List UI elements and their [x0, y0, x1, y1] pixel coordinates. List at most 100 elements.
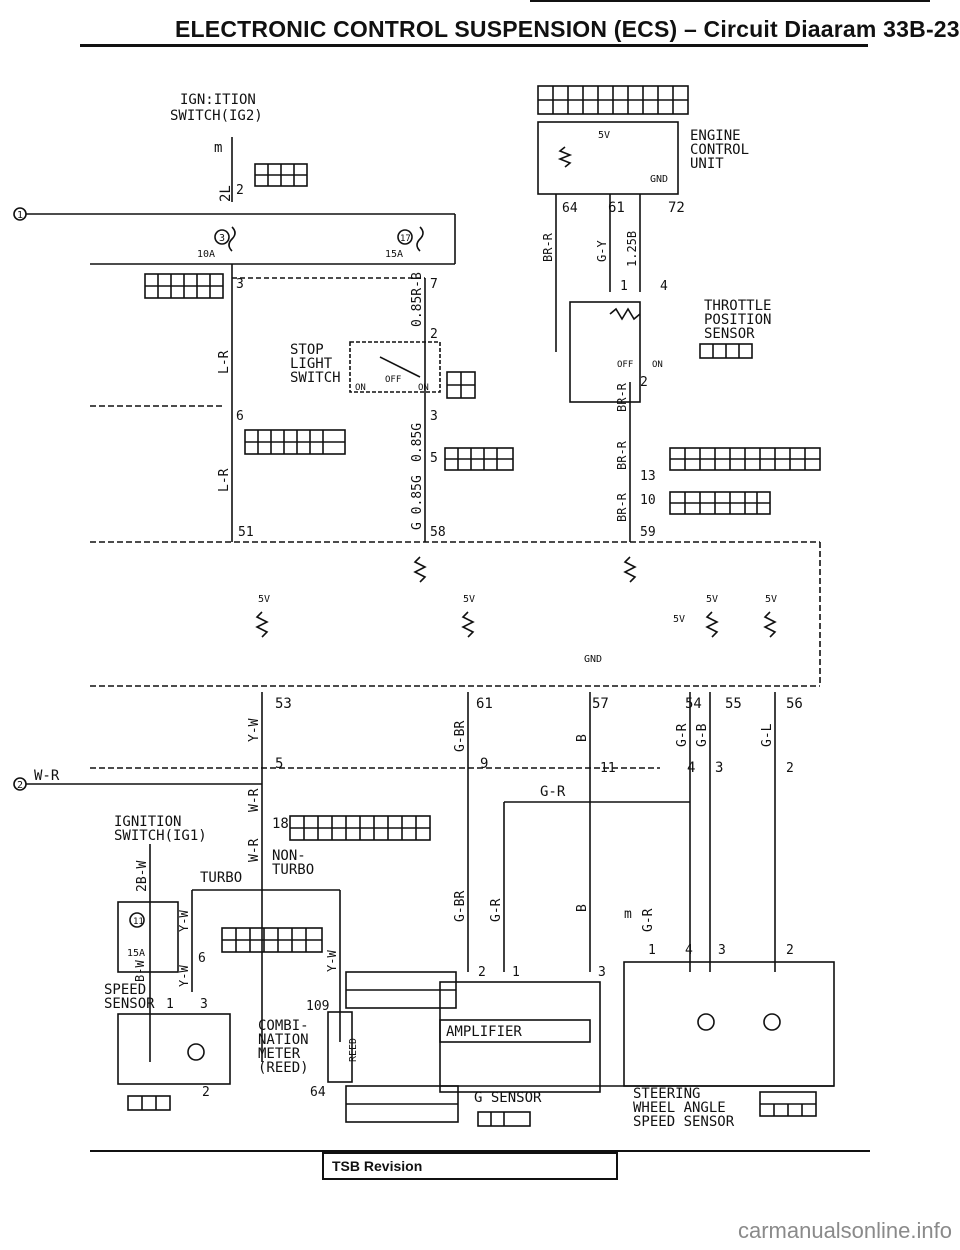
pin-5-stop: 5 — [430, 451, 438, 466]
tps-off: OFF — [617, 360, 633, 370]
wire-b-w-label: B-W — [133, 960, 147, 982]
steering-sensor-label-2: WHEEL ANGLE — [633, 1100, 726, 1116]
pin-57: 57 — [592, 696, 609, 712]
ecu-gnd: GND — [650, 174, 668, 185]
pin-2-stop: 2 — [430, 327, 438, 342]
internal-gnd: GND — [584, 654, 602, 665]
pin-2-steer: 2 — [786, 943, 794, 958]
wire-g-r-label-3: G-R — [540, 784, 566, 800]
wire-b-label: B — [575, 734, 590, 742]
pin-54: 54 — [685, 696, 702, 712]
non-turbo-label-2: TURBO — [272, 862, 314, 878]
pin-3-speed: 3 — [200, 997, 208, 1012]
marker-1-label: 1 — [17, 210, 23, 221]
fuse-10a: 3 10A — [197, 226, 236, 260]
stop-light-switch: ON OFF ON — [349, 341, 476, 399]
resistor-1 — [255, 611, 269, 638]
wire-br-r-label-2: BR-R — [615, 382, 629, 412]
supply-5v-4: 5V — [706, 594, 718, 605]
pin-56: 56 — [786, 696, 803, 712]
g-sensor-label: G SENSOR — [474, 1090, 542, 1106]
ignition-switch-ig2-label-2: SWITCH(IG2) — [170, 108, 263, 124]
pin-3-right: 3 — [715, 760, 723, 776]
wire-br-r-label-4: BR-R — [615, 492, 629, 522]
connector-mid — [289, 815, 431, 841]
ignition-switch-ig1-label: IGNITION — [114, 814, 181, 830]
wire-br-r-label: BR-R — [541, 232, 555, 262]
wire-2l-label: 2L — [218, 185, 234, 202]
connector-ig2 — [254, 163, 308, 187]
pin-2-speed: 2 — [202, 1085, 210, 1100]
wire-0-85r-b-label: 0.85R-B — [410, 272, 425, 327]
wire-g-br-label: G-BR — [453, 721, 468, 752]
header-rule — [80, 44, 868, 47]
resistor-4 — [623, 556, 637, 583]
wire-y-w-label: Y-W — [247, 718, 262, 742]
pin-3: 3 — [236, 277, 244, 292]
supply-5v-3: 5V — [673, 614, 685, 625]
svg-text:15A: 15A — [385, 249, 403, 260]
page-header: ELECTRONIC CONTROL SUSPENSION (ECS) – Ci… — [0, 0, 960, 52]
tps-label: THROTTLE — [704, 298, 771, 314]
watermark: carmanualsonline.info — [737, 1218, 952, 1243]
connector-meter-3 — [345, 1085, 459, 1123]
supply-5v-1: 5V — [258, 594, 270, 605]
pin-2-right: 2 — [786, 761, 794, 776]
pin-10: 10 — [640, 493, 656, 508]
svg-text:17: 17 — [400, 234, 411, 244]
pin-5: 5 — [275, 756, 283, 772]
connector-steering — [759, 1091, 817, 1117]
speed-sensor-box — [117, 1013, 231, 1085]
pin-64: 64 — [562, 201, 578, 216]
wire-2b-w-label: 2B-W — [135, 861, 150, 892]
pin-6: 6 — [236, 409, 244, 424]
resistor-5 — [705, 611, 719, 638]
stop-light-switch-label-3: SWITCH — [290, 370, 341, 386]
pin-1-steer: 1 — [648, 943, 656, 958]
pin-2-amp: 2 — [478, 965, 486, 980]
pin-1-speed: 1 — [166, 997, 174, 1012]
pin-m-steering: m — [624, 907, 632, 922]
connector-right-2 — [669, 491, 771, 515]
wire-y-w-turbo-label: Y-W — [177, 910, 191, 932]
pin-m: m — [214, 140, 222, 156]
wire-g-0-85g-label: G 0.85G — [410, 475, 425, 530]
connector-meter — [221, 927, 323, 953]
speed-sensor-transistor — [187, 1043, 205, 1061]
pin-1-amp: 1 — [512, 965, 520, 980]
pin-3-amp: 3 — [598, 965, 606, 980]
pin-9: 9 — [480, 756, 488, 772]
svg-text:ON: ON — [418, 383, 429, 393]
wire-l-r-label: L-R — [217, 350, 232, 374]
wire-g-r-label-4: G-R — [641, 908, 656, 932]
wire-b-label-2: B — [575, 904, 590, 912]
svg-text:OFF: OFF — [385, 375, 401, 385]
pin-13: 13 — [640, 469, 656, 484]
circuit-diagram-svg: IGN:ITION SWITCH(IG2) m 2L 2 1 3 10A 17 … — [13, 85, 835, 1130]
pin-53: 53 — [275, 696, 292, 712]
steering-photodiode-1 — [697, 1013, 715, 1031]
pin-1-tps: 1 — [620, 279, 628, 294]
connector-right-1 — [669, 447, 821, 471]
resistor-6 — [763, 611, 777, 638]
circuit-diagram: IGN:ITION SWITCH(IG2) m 2L 2 1 3 10A 17 … — [0, 52, 960, 1162]
pin-4: 4 — [687, 760, 695, 776]
tps-label-2: POSITION — [704, 312, 771, 328]
turbo-label: TURBO — [200, 870, 242, 886]
reed-switch — [327, 1011, 353, 1083]
supply-5v-5: 5V — [765, 594, 777, 605]
fuse-box-ig1 — [117, 901, 179, 973]
connector-left-1 — [144, 273, 224, 299]
ignition-switch-ig2-label: IGN:ITION — [180, 92, 256, 108]
ignition-switch-ig1-label-2: SWITCH(IG1) — [114, 828, 207, 844]
wire-br-r-label-3: BR-R — [615, 440, 629, 470]
wire-g-r-label-2: G-R — [489, 898, 504, 922]
revision-box: TSB Revision — [322, 1152, 618, 1180]
tps-label-3: SENSOR — [704, 326, 755, 342]
footer-rule — [90, 1150, 870, 1152]
pin-59: 59 — [640, 525, 656, 540]
pin-72: 72 — [668, 200, 685, 216]
wire-y-w-turbo-label-2: Y-W — [177, 965, 191, 987]
pin-64-meter: 64 — [310, 1085, 326, 1100]
amplifier-box — [439, 1019, 591, 1043]
